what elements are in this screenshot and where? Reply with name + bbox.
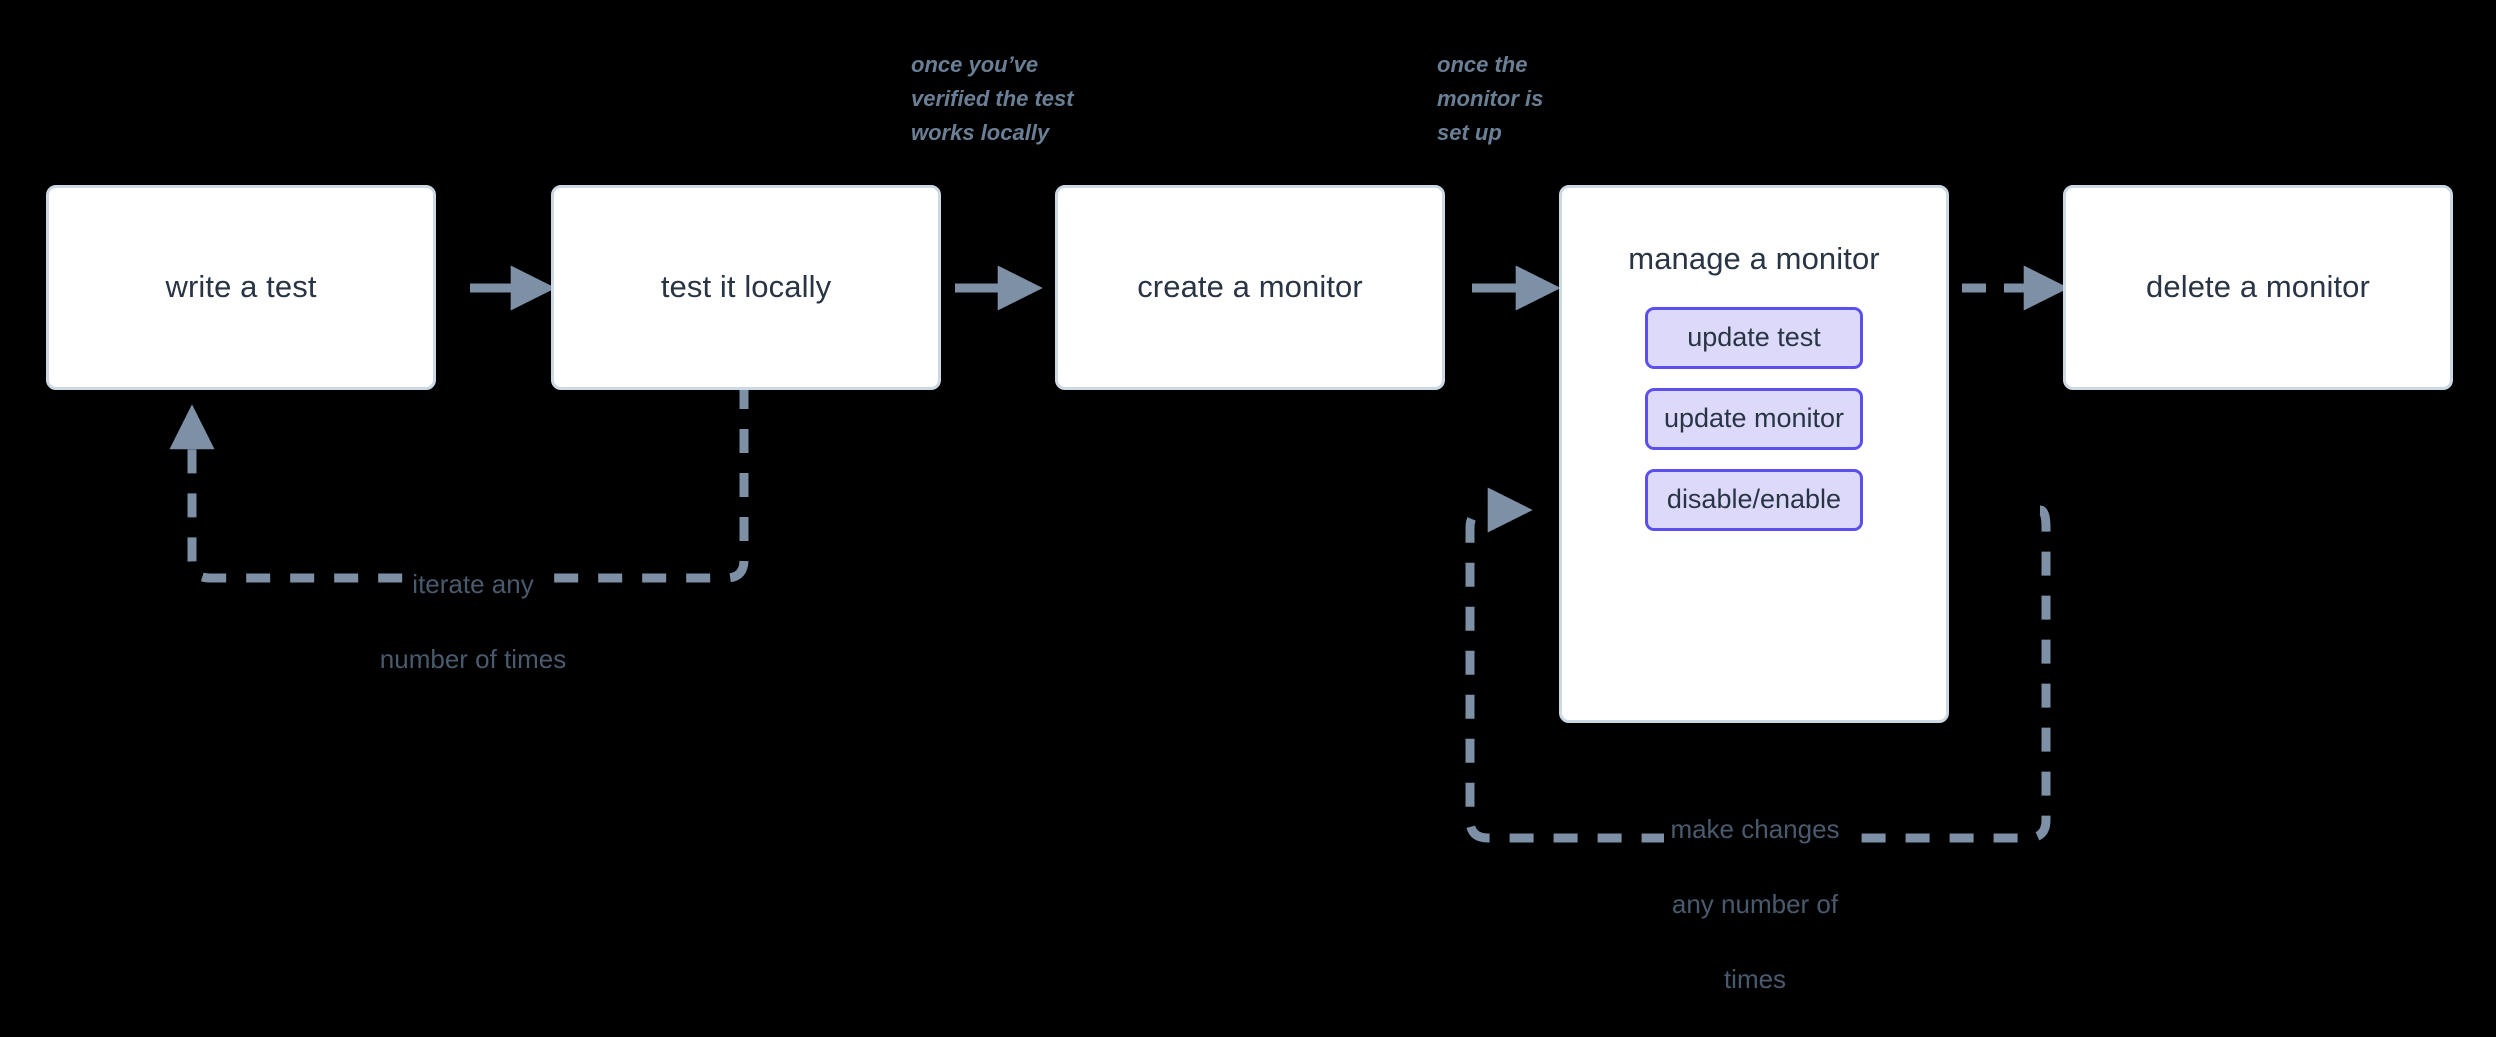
loop-label-iterate: iterate any number of times — [293, 528, 653, 716]
connector-layer — [169, 265, 2069, 843]
node-label-test-it-locally: test it locally — [660, 269, 832, 305]
sub-node-label-update-monitor: update monitor — [1663, 403, 1845, 434]
node-label-create-a-monitor: create a monitor — [1137, 269, 1363, 305]
sub-node-disable-enable[interactable]: disable/enable — [1645, 468, 1863, 531]
loop-label-make-changes-line1: make changes — [1664, 810, 1846, 849]
connector-manage-feedback — [1465, 487, 2051, 843]
sub-node-update-test[interactable]: update test — [1645, 306, 1863, 369]
sub-node-label-disable-enable: disable/enable — [1666, 484, 1842, 515]
node-test-it-locally[interactable]: test it locally — [551, 185, 941, 390]
node-label-manage-a-monitor: manage a monitor — [1628, 241, 1880, 276]
loop-label-make-changes-line2: any number of — [1665, 886, 1845, 924]
sub-node-update-monitor[interactable]: update monitor — [1645, 387, 1863, 450]
diagram-canvas: write a test test it locally create a mo… — [46, 52, 2453, 995]
node-delete-a-monitor[interactable]: delete a monitor — [2063, 185, 2453, 390]
node-manage-a-monitor[interactable]: manage a monitor update test update moni… — [1559, 185, 1949, 723]
sub-node-label-update-test: update test — [1687, 322, 1821, 353]
node-write-a-test[interactable]: write a test — [46, 185, 436, 390]
node-label-write-a-test: write a test — [165, 269, 317, 305]
annotation-once-verified: once you’ve verified the test works loca… — [911, 52, 1074, 145]
loop-label-make-changes-line3: times — [1717, 961, 1793, 1000]
annotation-once-set-up: once the monitor is set up — [1437, 52, 1544, 145]
loop-label-iterate-line2: number of times — [373, 641, 573, 679]
loop-label-iterate-line1: iterate any — [406, 565, 540, 604]
node-create-a-monitor[interactable]: create a monitor — [1055, 185, 1445, 390]
manage-sub-steps: update test update monitor disable/enabl… — [1562, 306, 1946, 553]
node-label-delete-a-monitor: delete a monitor — [2146, 269, 2370, 305]
loop-label-make-changes: make changes any number of times — [1575, 773, 1935, 1037]
